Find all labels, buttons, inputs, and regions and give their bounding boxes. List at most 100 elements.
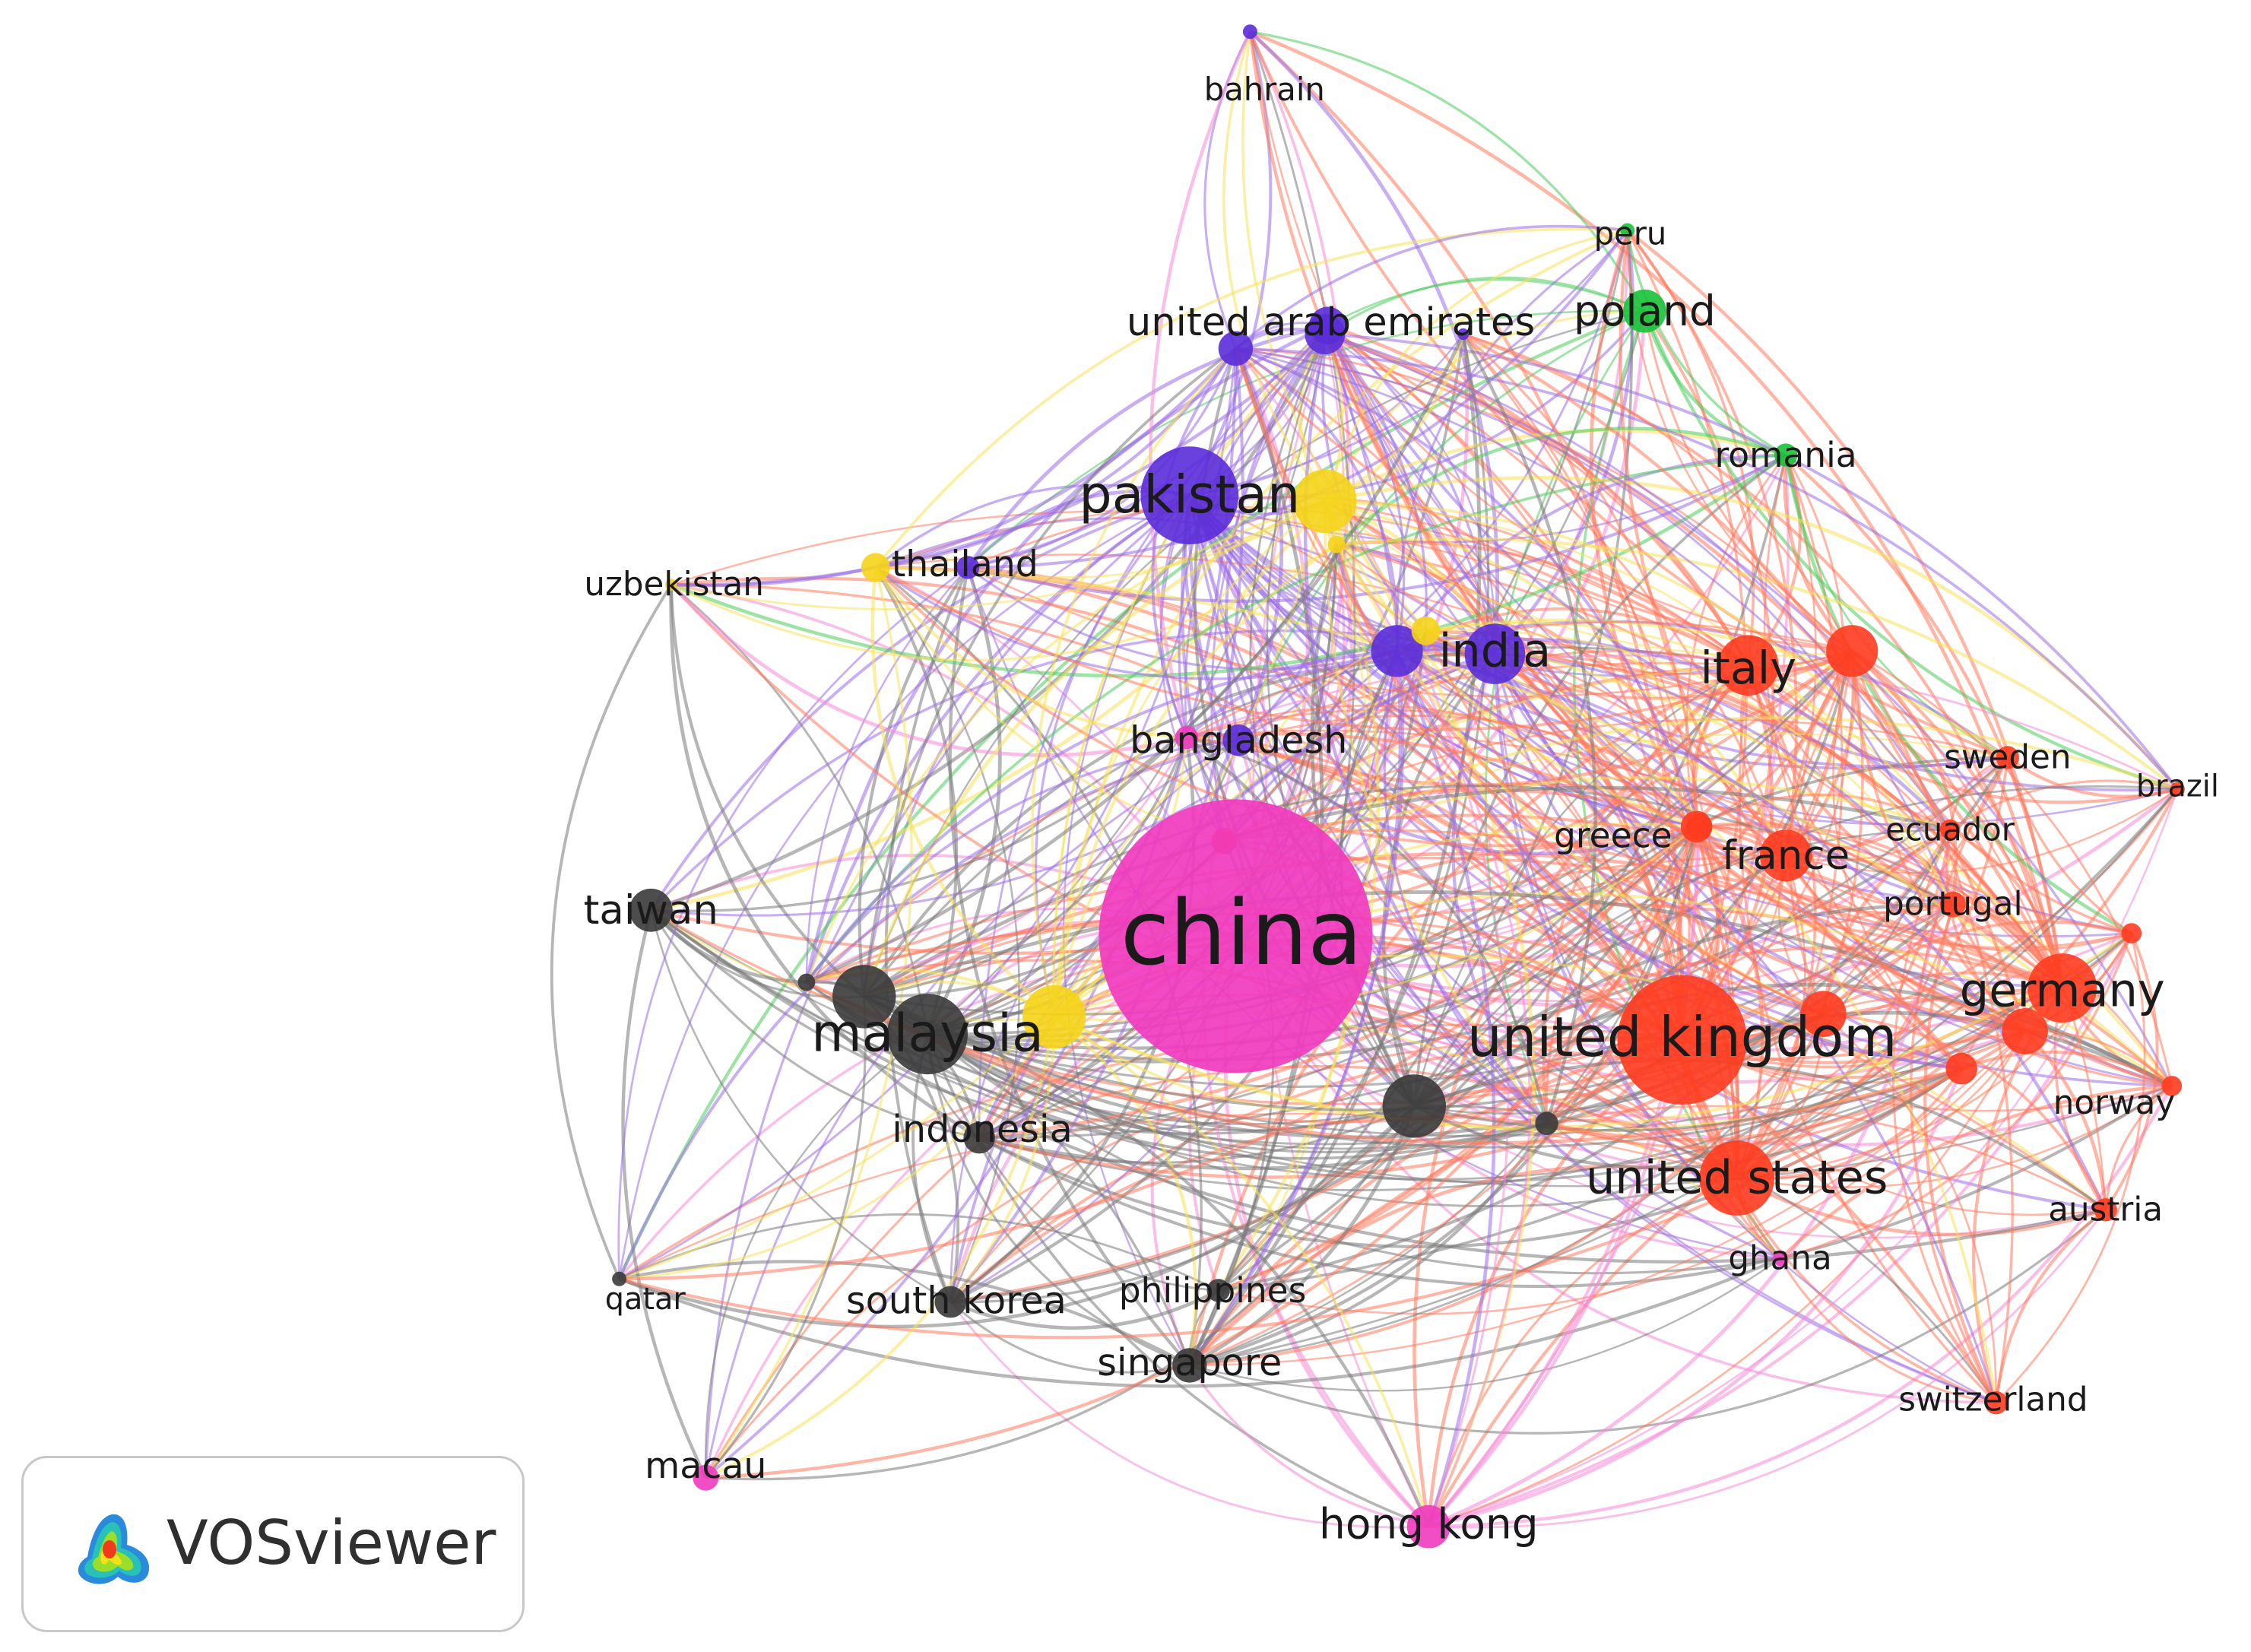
- network-node-unlabelled[interactable]: [1826, 625, 1878, 677]
- network-node-unlabelled[interactable]: [832, 965, 896, 1029]
- network-edge: [874, 227, 1628, 569]
- network-edge: [1546, 1105, 2107, 1211]
- node-indonesia[interactable]: [963, 1121, 995, 1154]
- network-edge: [1188, 1105, 1416, 1368]
- network-edge: [1235, 347, 2179, 791]
- network-edge: [1892, 829, 1997, 1403]
- network-edge: [1324, 309, 1645, 503]
- vosviewer-logo: VOSviewer: [21, 1456, 525, 1632]
- node-united-kingdom[interactable]: [1617, 975, 1747, 1105]
- network-edge: [874, 566, 1020, 1303]
- network-edge: [550, 584, 673, 1280]
- node-germany[interactable]: [2027, 953, 2097, 1023]
- network-edge: [619, 1213, 1219, 1292]
- network-edge: [1414, 1013, 1825, 1115]
- node-china[interactable]: [1099, 799, 1373, 1073]
- network-edge: [1822, 1013, 1998, 1403]
- network-edge: [1736, 664, 1817, 1179]
- network-edge: [966, 323, 1329, 569]
- network-edge: [618, 494, 1190, 1279]
- network-node-unlabelled[interactable]: [797, 973, 816, 991]
- node-portugal[interactable]: [1939, 891, 1966, 918]
- label-united-states: united states: [1586, 1152, 1888, 1205]
- network-edge: [1396, 453, 1787, 652]
- network-edge: [1961, 1050, 2173, 1088]
- node-peru[interactable]: [1620, 223, 1635, 238]
- node-ecuador[interactable]: [1939, 819, 1961, 840]
- network-node-unlabelled[interactable]: [1175, 725, 1199, 750]
- network-edge: [1425, 618, 2008, 759]
- node-united-states[interactable]: [1699, 1140, 1774, 1216]
- node-taiwan[interactable]: [629, 888, 673, 932]
- network-edge: [1494, 654, 1997, 1404]
- network-edge: [2006, 756, 2178, 798]
- network-edge: [950, 1289, 1219, 1330]
- node-sweden[interactable]: [1996, 746, 2019, 769]
- network-node-unlabelled[interactable]: [1411, 616, 1441, 645]
- network-node-unlabelled[interactable]: [1800, 991, 1847, 1037]
- node-singapore[interactable]: [1172, 1348, 1207, 1383]
- node-hong-kong[interactable]: [1406, 1505, 1450, 1549]
- network-node-unlabelled[interactable]: [1382, 1074, 1447, 1138]
- network-node-unlabelled[interactable]: [1945, 1052, 1977, 1085]
- network-edge: [1250, 30, 1646, 312]
- label-singapore: singapore: [1097, 1340, 1282, 1384]
- node-malaysia[interactable]: [887, 994, 968, 1075]
- node-uzbekistan[interactable]: [665, 579, 677, 591]
- node-norway[interactable]: [2161, 1076, 2183, 1096]
- node-bahrain[interactable]: [1242, 24, 1257, 40]
- network-edge: [1234, 935, 1996, 1404]
- node-philippines[interactable]: [1206, 1279, 1230, 1302]
- network-edge: [1462, 333, 1698, 827]
- node-switzerland[interactable]: [1984, 1391, 2008, 1415]
- network-node-unlabelled[interactable]: [1218, 331, 1254, 366]
- network-edge: [1413, 650, 1854, 1108]
- node-brazil[interactable]: [2170, 782, 2185, 797]
- network-edge: [670, 583, 1187, 757]
- network-node-unlabelled[interactable]: [861, 553, 890, 582]
- network-node-unlabelled[interactable]: [2002, 1008, 2048, 1054]
- node-france[interactable]: [1760, 829, 1812, 882]
- network-edge: [1151, 347, 1237, 738]
- network-node-unlabelled[interactable]: [2121, 923, 2142, 943]
- node-poland[interactable]: [1623, 289, 1666, 333]
- network-edge: [978, 1137, 1219, 1292]
- node-italy[interactable]: [1718, 635, 1779, 696]
- node-bangladesh[interactable]: [1222, 724, 1254, 756]
- node-romania[interactable]: [1774, 443, 1798, 467]
- network-node-unlabelled[interactable]: [1535, 1111, 1558, 1135]
- label-peru: peru: [1594, 214, 1667, 252]
- network-edge: [617, 566, 969, 1279]
- network-node-unlabelled[interactable]: [1327, 535, 1346, 553]
- label-brazil: brazil: [2136, 769, 2219, 804]
- label-qatar: qatar: [605, 1282, 686, 1317]
- network-edge: [1189, 826, 1698, 1367]
- node-south-korea[interactable]: [934, 1286, 967, 1318]
- node-united-arab-emirates[interactable]: [1309, 306, 1347, 344]
- network-edge: [1822, 920, 2132, 1016]
- label-poland: poland: [1574, 287, 1716, 335]
- network-edge: [1187, 334, 1482, 1367]
- node-pakistan[interactable]: [1140, 446, 1239, 545]
- network-edge: [1238, 738, 1684, 1041]
- network-node-unlabelled[interactable]: [1457, 328, 1469, 341]
- network-edge: [804, 323, 1329, 983]
- network-node-unlabelled[interactable]: [1022, 985, 1086, 1049]
- node-austria[interactable]: [2094, 1198, 2117, 1222]
- network-node-unlabelled[interactable]: [1371, 625, 1423, 677]
- node-macau[interactable]: [693, 1464, 719, 1491]
- label-sweden: sweden: [1944, 739, 2071, 777]
- network-edge: [650, 499, 1327, 912]
- node-qatar[interactable]: [612, 1271, 627, 1286]
- network-edge: [1698, 826, 1825, 1016]
- network-edge: [1779, 1257, 1996, 1404]
- network-edge: [619, 825, 1698, 1281]
- node-ghana[interactable]: [1773, 1251, 1787, 1267]
- node-thailand[interactable]: [956, 556, 980, 579]
- node-india[interactable]: [1464, 623, 1526, 684]
- node-greece[interactable]: [1686, 813, 1713, 840]
- label-ecuador: ecuador: [1885, 811, 2015, 848]
- network-edge: [1413, 1067, 1963, 1170]
- network-node-unlabelled[interactable]: [1293, 469, 1357, 533]
- label-switzerland: switzerland: [1898, 1381, 2088, 1419]
